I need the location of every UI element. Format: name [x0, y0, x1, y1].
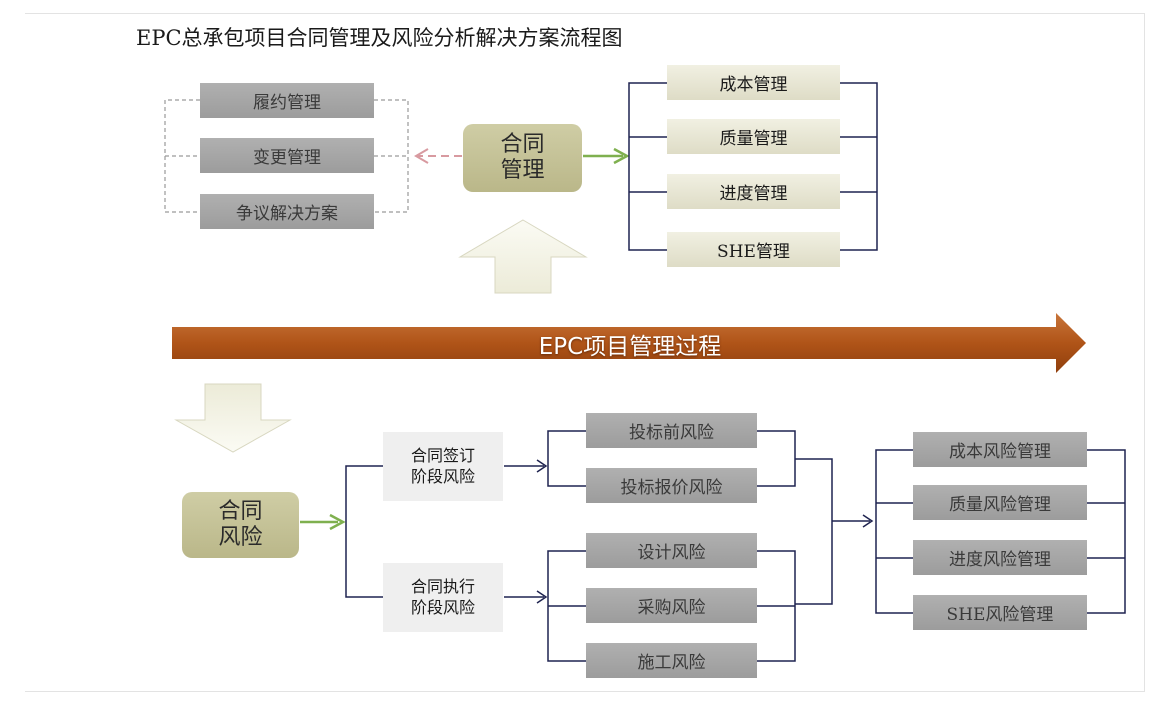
- contract-risk-box: 合同 风险: [182, 492, 299, 558]
- down-arrow: [174, 383, 292, 453]
- right-item-cost: 成本管理: [667, 65, 840, 100]
- bracket-stages: [345, 465, 383, 598]
- green-arrow-top: [583, 147, 630, 165]
- execution-stage-connectors: [504, 550, 796, 662]
- dashed-bracket-left: [164, 99, 409, 213]
- signing-stage-box: 合同签订 阶段风险: [383, 432, 503, 501]
- merge-connectors: [795, 449, 1126, 614]
- diagram-title: EPC总承包项目合同管理及风险分析解决方案流程图: [136, 26, 623, 50]
- up-arrow: [458, 219, 588, 294]
- left-item-change: 变更管理: [200, 138, 374, 173]
- risk-item-procurement: 采购风险: [586, 588, 757, 623]
- left-item-fulfillment: 履约管理: [200, 83, 374, 118]
- risk-item-bid-quote: 投标报价风险: [586, 468, 757, 503]
- risk-mgmt-schedule: 进度风险管理: [913, 540, 1087, 575]
- right-item-she: SHE管理: [667, 232, 840, 267]
- process-band-label: EPC项目管理过程: [538, 334, 722, 360]
- pink-arrow: [414, 148, 462, 164]
- risk-mgmt-she: SHE风险管理: [913, 595, 1087, 630]
- bracket-right-top: [628, 82, 878, 251]
- green-arrow-bottom: [300, 513, 346, 531]
- diagram-frame: [25, 13, 1145, 692]
- risk-mgmt-cost: 成本风险管理: [913, 432, 1087, 467]
- left-item-dispute: 争议解决方案: [200, 194, 374, 229]
- risk-item-design: 设计风险: [586, 533, 757, 568]
- risk-item-construction: 施工风险: [586, 643, 757, 678]
- contract-management-box: 合同 管理: [463, 124, 582, 192]
- execution-stage-box: 合同执行 阶段风险: [383, 563, 503, 632]
- right-item-quality: 质量管理: [667, 119, 840, 154]
- right-item-schedule: 进度管理: [667, 174, 840, 209]
- risk-item-pre-bid: 投标前风险: [586, 413, 757, 448]
- process-band-arrow: [172, 313, 1086, 373]
- risk-mgmt-quality: 质量风险管理: [913, 485, 1087, 520]
